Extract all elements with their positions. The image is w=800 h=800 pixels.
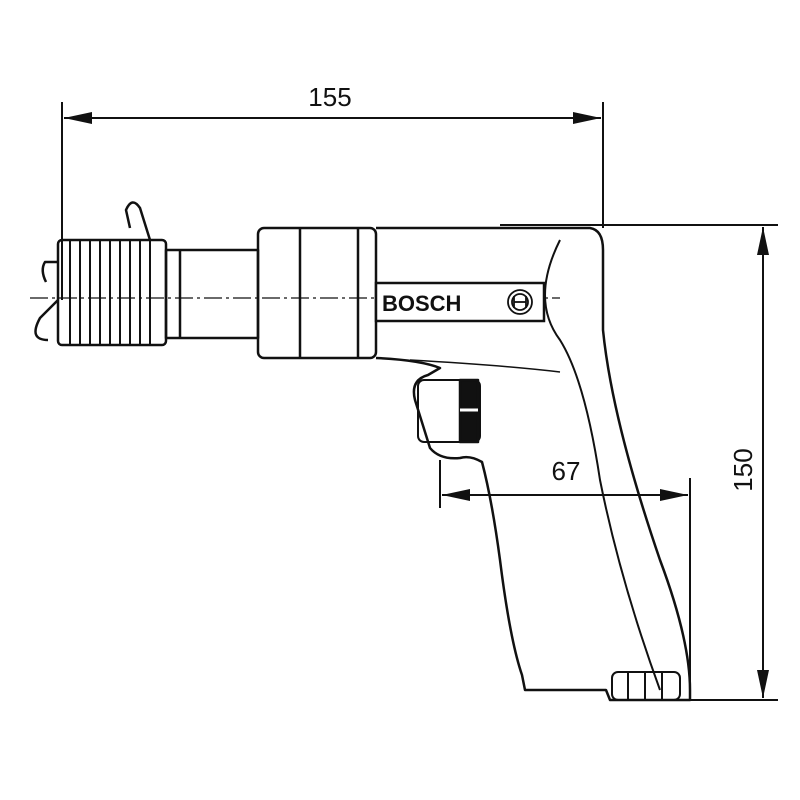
height-label: 150 [728, 448, 758, 491]
spring-retainer [34, 201, 168, 347]
brand-label: BOSCH [382, 291, 461, 316]
length-label: 155 [308, 82, 351, 112]
grip-label: 67 [552, 456, 581, 486]
dimension-length [61, 102, 604, 300]
dimension-grip [439, 460, 691, 690]
bosch-armature-icon [507, 289, 533, 315]
air-inlet [611, 671, 681, 701]
housing [375, 226, 692, 702]
tool-body [34, 201, 692, 702]
brand-plate: BOSCH [374, 281, 546, 323]
trigger [417, 378, 481, 444]
